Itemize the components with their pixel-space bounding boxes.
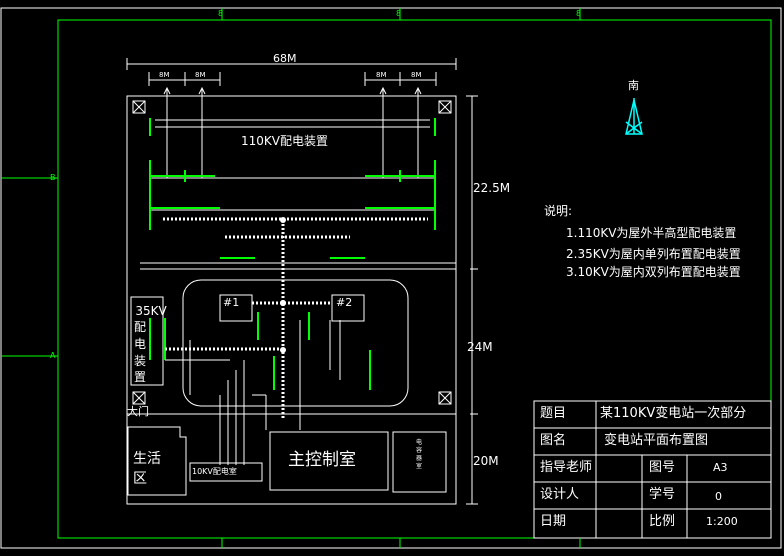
notes-title: 说明: [544, 204, 573, 218]
outer-border [0, 7, 782, 549]
living-area-label-2: 区 [133, 471, 147, 487]
compass-label: 南 [628, 79, 639, 92]
transformer-2-label: #2 [336, 296, 353, 309]
transformer-1-label: #1 [223, 296, 240, 309]
transformer-boxes [219, 294, 365, 322]
height-label-2: 24M [467, 340, 493, 354]
total-width-dimension [126, 58, 457, 178]
tb-stuno-label: 学号 [649, 487, 676, 502]
spacing-label-1: 8M [159, 71, 170, 79]
kv35-label-4: 装 [133, 354, 146, 368]
height-label-3: 20M [473, 454, 499, 468]
capacitor-label-4: 室 [415, 463, 422, 470]
col-mark-2: 8 [396, 9, 402, 18]
row-mark-b: B [50, 173, 56, 182]
junction-nodes [280, 217, 286, 353]
hv-switchyard-green-marks [149, 118, 436, 390]
tb-topic-label: 题目 [540, 406, 567, 421]
control-room-label: 主控制室 [288, 450, 356, 470]
col-mark-3: 8 [576, 9, 582, 18]
note-item-3: 3.10KV为屋内双列布置配电装置 [566, 265, 741, 279]
cable-trenches [165, 320, 341, 465]
tb-date-label: 日期 [540, 514, 567, 529]
north-arrow-icon [625, 98, 643, 135]
hv-switchyard [150, 119, 435, 211]
tb-designer-label: 设计人 [540, 487, 580, 502]
living-area-label-1: 生活 [133, 451, 161, 467]
tb-figno-label: 图号 [649, 460, 676, 475]
kv35-label-5: 置 [133, 370, 146, 384]
height-dimension [466, 95, 478, 505]
border-ticks [1, 8, 581, 548]
site-roads [127, 262, 478, 415]
tb-topic-value: 某110KV变电站一次部分 [600, 406, 747, 421]
tb-teacher-label: 指导老师 [540, 460, 593, 475]
tb-scale-label: 比例 [649, 514, 676, 529]
total-width-label: 68M [273, 52, 297, 65]
tb-stuno-value: 0 [715, 490, 722, 503]
site-boundary [126, 95, 457, 505]
corner-markers [132, 100, 452, 405]
room-10kv-label: 10KV配电室 [192, 467, 237, 476]
tb-scale-value: 1:200 [706, 515, 738, 528]
tb-figno-value: A3 [713, 461, 728, 474]
kv35-label-3: 电 [133, 337, 146, 351]
capacitor-label-2: 容 [415, 447, 422, 454]
kv35-label-1: 35KV [135, 304, 167, 318]
height-label-1: 22.5M [473, 181, 511, 195]
spacing-label-3: 8M [376, 71, 387, 79]
gate-label: 大门 [127, 405, 149, 418]
row-mark-a: A [50, 351, 56, 360]
inner-border [57, 19, 772, 539]
spacing-label-4: 8M [411, 71, 422, 79]
kv35-label-2: 配 [133, 320, 146, 334]
tb-drawing-value: 变电站平面布置图 [604, 433, 709, 448]
capacitor-label-1: 电 [415, 439, 422, 446]
buildings [127, 296, 447, 496]
note-item-2: 2.35KV为屋内单列布置配电装置 [566, 247, 741, 261]
note-item-1: 1.110KV为屋外半高型配电装置 [566, 226, 737, 240]
capacitor-label-3: 器 [415, 455, 422, 462]
title-block-grid [533, 400, 772, 539]
tb-drawing-label: 图名 [540, 433, 567, 448]
col-mark-1: 8 [218, 9, 224, 18]
hv-switchyard-label: 110KV配电装置 [241, 134, 328, 148]
busbar-gantries [163, 217, 428, 420]
spacing-label-2: 8M [195, 71, 206, 79]
